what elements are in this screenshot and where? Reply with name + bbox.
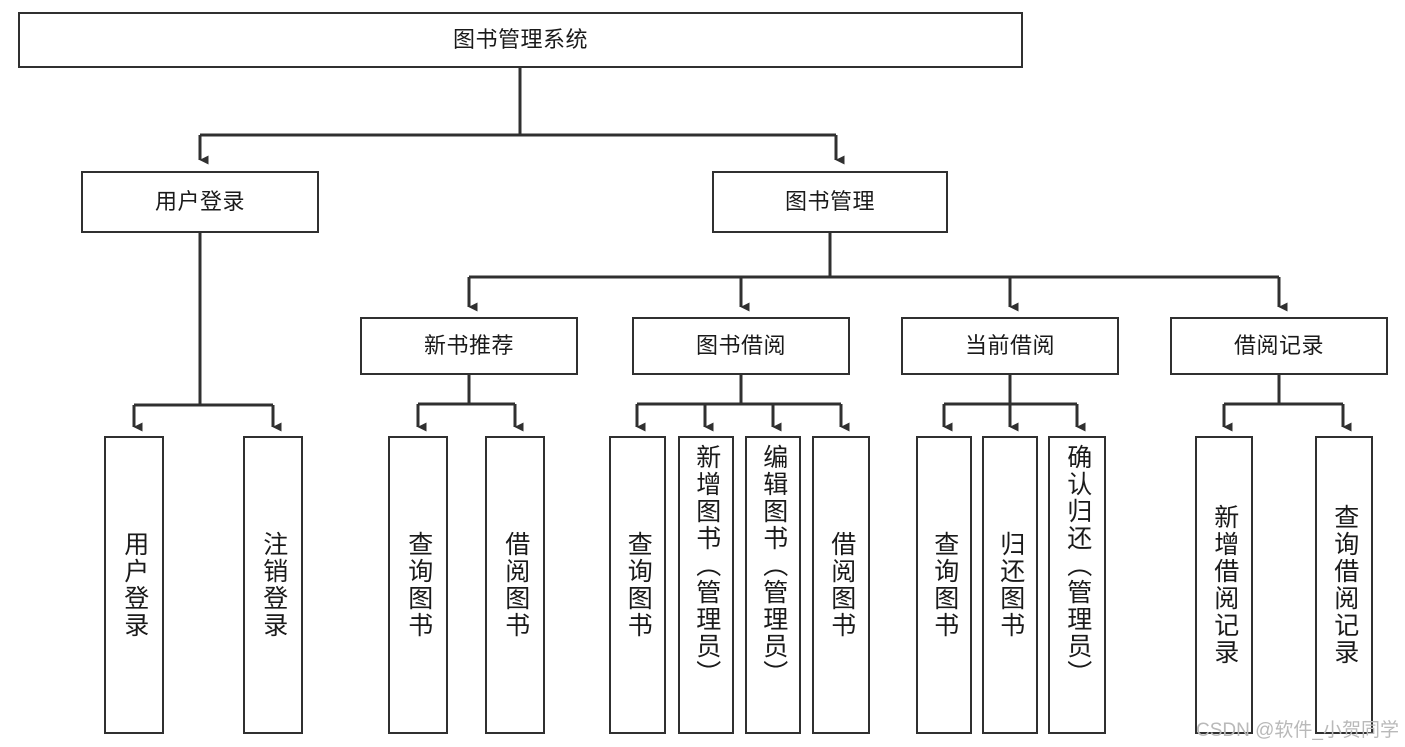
node-book-borrow-label: 图书借阅 — [695, 333, 786, 359]
node-leaf-query-book-recommend[interactable]: 查询图书 — [388, 436, 448, 734]
node-leaf-logout-label: 注销登录 — [259, 531, 288, 639]
node-leaf-user-login-label: 用户登录 — [120, 531, 149, 639]
node-book-management[interactable]: 图书管理 — [712, 171, 948, 233]
node-leaf-return-book[interactable]: 归还图书 — [982, 436, 1038, 734]
node-leaf-query-book-current[interactable]: 查询图书 — [916, 436, 972, 734]
node-leaf-add-borrow-record[interactable]: 新增借阅记录 — [1195, 436, 1253, 734]
node-leaf-return-book-label: 归还图书 — [996, 531, 1025, 639]
node-borrow-record[interactable]: 借阅记录 — [1170, 317, 1388, 375]
node-leaf-borrow-book-recommend[interactable]: 借阅图书 — [485, 436, 545, 734]
node-current-borrow-label: 当前借阅 — [964, 333, 1055, 359]
node-leaf-logout[interactable]: 注销登录 — [243, 436, 303, 734]
node-leaf-query-borrow-record-label: 查询借阅记录 — [1330, 504, 1359, 666]
node-root-system[interactable]: 图书管理系统 — [18, 12, 1023, 68]
node-leaf-confirm-return-admin[interactable]: 确认归还（管理员） — [1048, 436, 1106, 734]
node-leaf-confirm-return-admin-label: 确认归还（管理员） — [1063, 444, 1092, 687]
node-new-book-recommend-label: 新书推荐 — [423, 333, 514, 359]
node-leaf-borrow-book-recommend-label: 借阅图书 — [501, 531, 530, 639]
node-book-borrow[interactable]: 图书借阅 — [632, 317, 850, 375]
node-new-book-recommend[interactable]: 新书推荐 — [360, 317, 578, 375]
node-current-borrow[interactable]: 当前借阅 — [901, 317, 1119, 375]
node-leaf-query-book-current-label: 查询图书 — [930, 531, 959, 639]
node-leaf-edit-book-admin[interactable]: 编辑图书（管理员） — [745, 436, 801, 734]
node-leaf-add-book-admin-label: 新增图书（管理员） — [692, 444, 721, 687]
node-leaf-user-login[interactable]: 用户登录 — [104, 436, 164, 734]
node-leaf-query-book-recommend-label: 查询图书 — [404, 531, 433, 639]
node-leaf-query-book-borrow[interactable]: 查询图书 — [609, 436, 666, 734]
node-root-system-label: 图书管理系统 — [452, 27, 588, 53]
node-leaf-edit-book-admin-label: 编辑图书（管理员） — [759, 444, 788, 687]
node-borrow-record-label: 借阅记录 — [1233, 333, 1324, 359]
node-book-management-label: 图书管理 — [784, 189, 875, 215]
csdn-watermark: CSDN @软件_小贺同学 — [1196, 720, 1399, 741]
node-leaf-query-borrow-record[interactable]: 查询借阅记录 — [1315, 436, 1373, 734]
node-leaf-add-borrow-record-label: 新增借阅记录 — [1210, 504, 1239, 666]
node-leaf-query-book-borrow-label: 查询图书 — [624, 531, 653, 639]
node-leaf-borrow-book-label: 借阅图书 — [827, 531, 856, 639]
node-user-login[interactable]: 用户登录 — [81, 171, 319, 233]
node-leaf-add-book-admin[interactable]: 新增图书（管理员） — [678, 436, 734, 734]
node-leaf-borrow-book[interactable]: 借阅图书 — [812, 436, 870, 734]
node-user-login-label: 用户登录 — [154, 189, 245, 215]
